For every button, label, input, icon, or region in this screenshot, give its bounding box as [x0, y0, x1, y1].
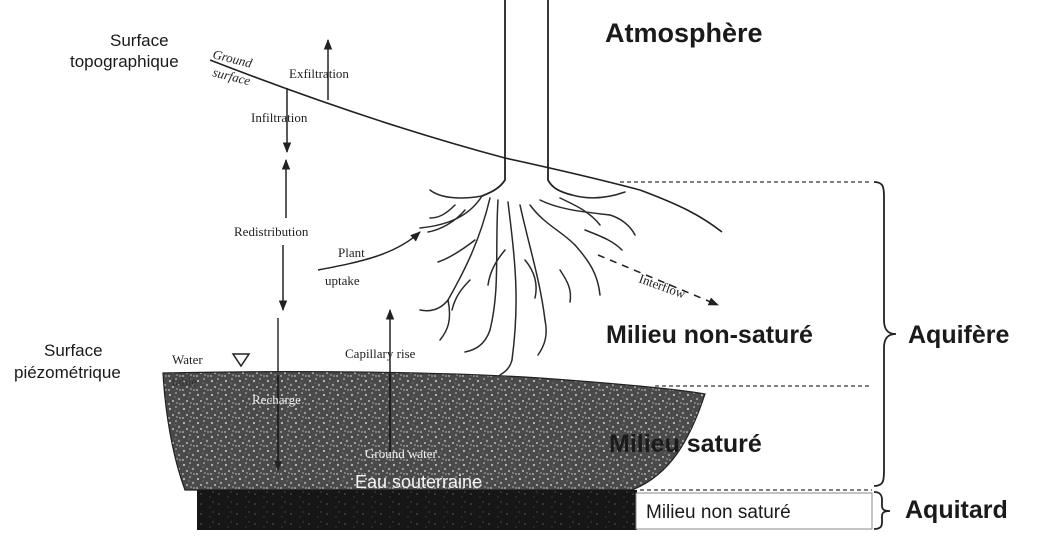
milieu-non-sature-box-label: Milieu non saturé [646, 502, 791, 523]
ground-water-label: Ground water [365, 446, 438, 461]
plant-uptake-arrow [318, 232, 420, 270]
aquitard-label: Aquitard [905, 496, 1008, 524]
eau-souterraine-label: Eau souterraine [355, 472, 482, 492]
water-table-marker-icon [233, 354, 249, 366]
redistribution-label: Redistribution [234, 224, 309, 239]
capillary-rise-label: Capillary rise [345, 346, 416, 361]
interflow-label: Interflow [637, 271, 688, 302]
aquitard-brace [874, 492, 890, 529]
water-table-label-2: table [172, 374, 197, 389]
tree-roots [420, 190, 635, 375]
tree-trunk [482, 0, 572, 196]
aquitard-layer [197, 490, 637, 530]
exfiltration-label: Exfiltration [289, 66, 349, 81]
recharge-label: Recharge [252, 392, 301, 407]
milieu-sature-label: Milieu saturé [609, 430, 762, 458]
plant-uptake-label-1: Plant [338, 245, 365, 260]
surface-topographique-label-1: Surface [110, 31, 169, 50]
surface-topographique-label-2: topographique [70, 52, 179, 71]
infiltration-label: Infiltration [251, 110, 308, 125]
atmosphere-label: Atmosphère [605, 18, 763, 48]
plant-uptake-label-2: uptake [325, 273, 360, 288]
water-table-label-1: Water [172, 352, 203, 367]
aquifere-brace [874, 182, 896, 486]
milieu-non-sature-label: Milieu non-saturé [606, 321, 813, 349]
surface-piezometrique-label-2: piézométrique [14, 363, 121, 382]
surface-piezometrique-label-1: Surface [44, 341, 103, 360]
aquifere-label: Aquifère [908, 321, 1010, 349]
